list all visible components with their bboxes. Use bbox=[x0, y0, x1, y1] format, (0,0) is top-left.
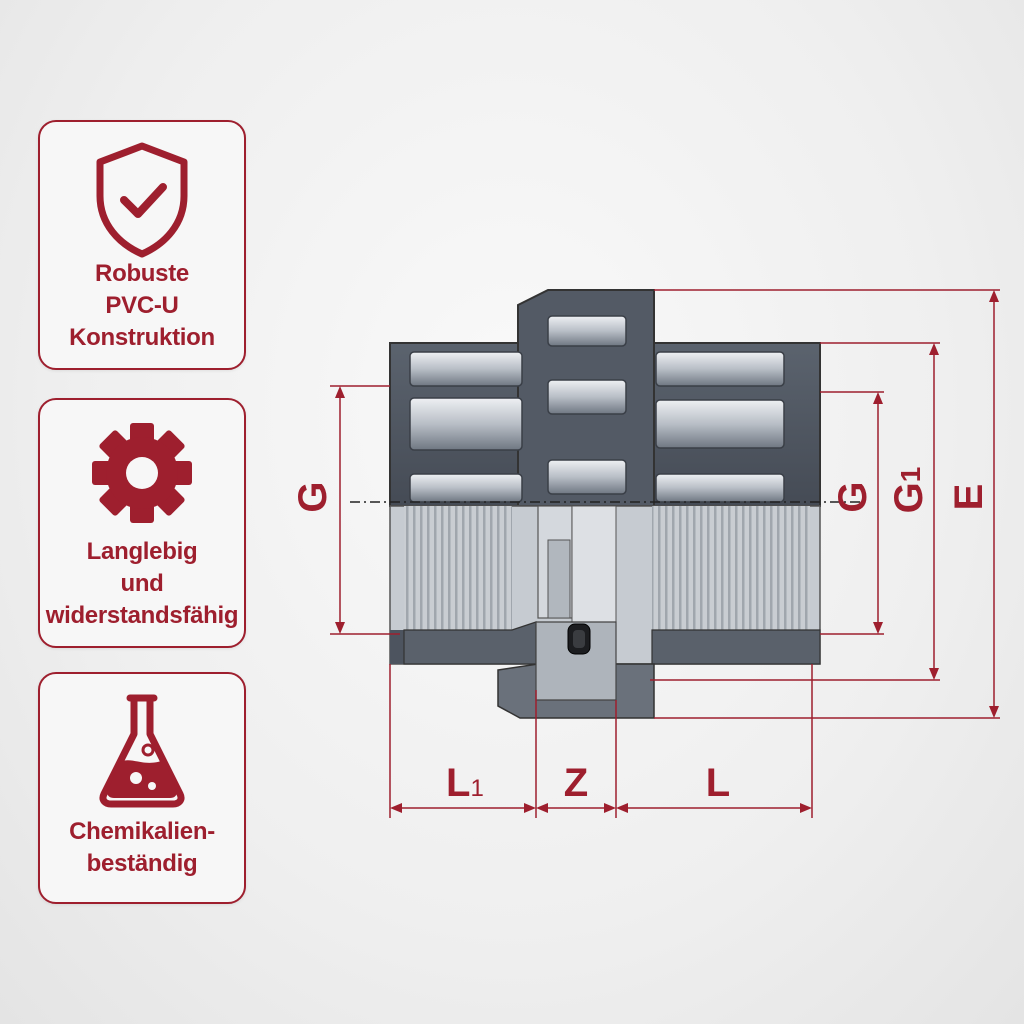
gear-icon bbox=[92, 423, 192, 523]
svg-text:L1: L1 bbox=[446, 761, 484, 805]
dim-label-left-g: G bbox=[291, 481, 335, 512]
feature-label-robust: Robuste PVC-U Konstruktion bbox=[69, 260, 215, 351]
feature-card-durable: Langlebig und widerstandsfähig bbox=[38, 398, 246, 648]
feature-label-chemical: Chemikalien- beständig bbox=[69, 818, 215, 877]
dim-label-z: Z bbox=[564, 761, 588, 805]
svg-text:G1: G1 bbox=[887, 467, 931, 514]
dim-label-right-g: G bbox=[831, 481, 875, 512]
feature-card-chemical: Chemikalien- beständig bbox=[38, 672, 246, 904]
dim-label-l1: L bbox=[446, 761, 470, 805]
dim-label-g1: G bbox=[887, 482, 931, 513]
dim-label-e: E bbox=[947, 484, 991, 511]
feature-label-durable: Langlebig und widerstandsfähig bbox=[45, 538, 239, 629]
dim-label-l1-sub: 1 bbox=[470, 775, 483, 802]
flask-icon bbox=[99, 694, 185, 808]
fitting-exterior bbox=[389, 289, 821, 507]
shield-check-icon bbox=[96, 142, 188, 258]
dimension-lines bbox=[330, 289, 1000, 818]
feature-card-robust: Robuste PVC-U Konstruktion bbox=[38, 120, 246, 370]
fitting-section bbox=[389, 505, 821, 719]
dim-label-g1-sub: 1 bbox=[895, 467, 926, 483]
dim-label-l: L bbox=[706, 761, 730, 805]
